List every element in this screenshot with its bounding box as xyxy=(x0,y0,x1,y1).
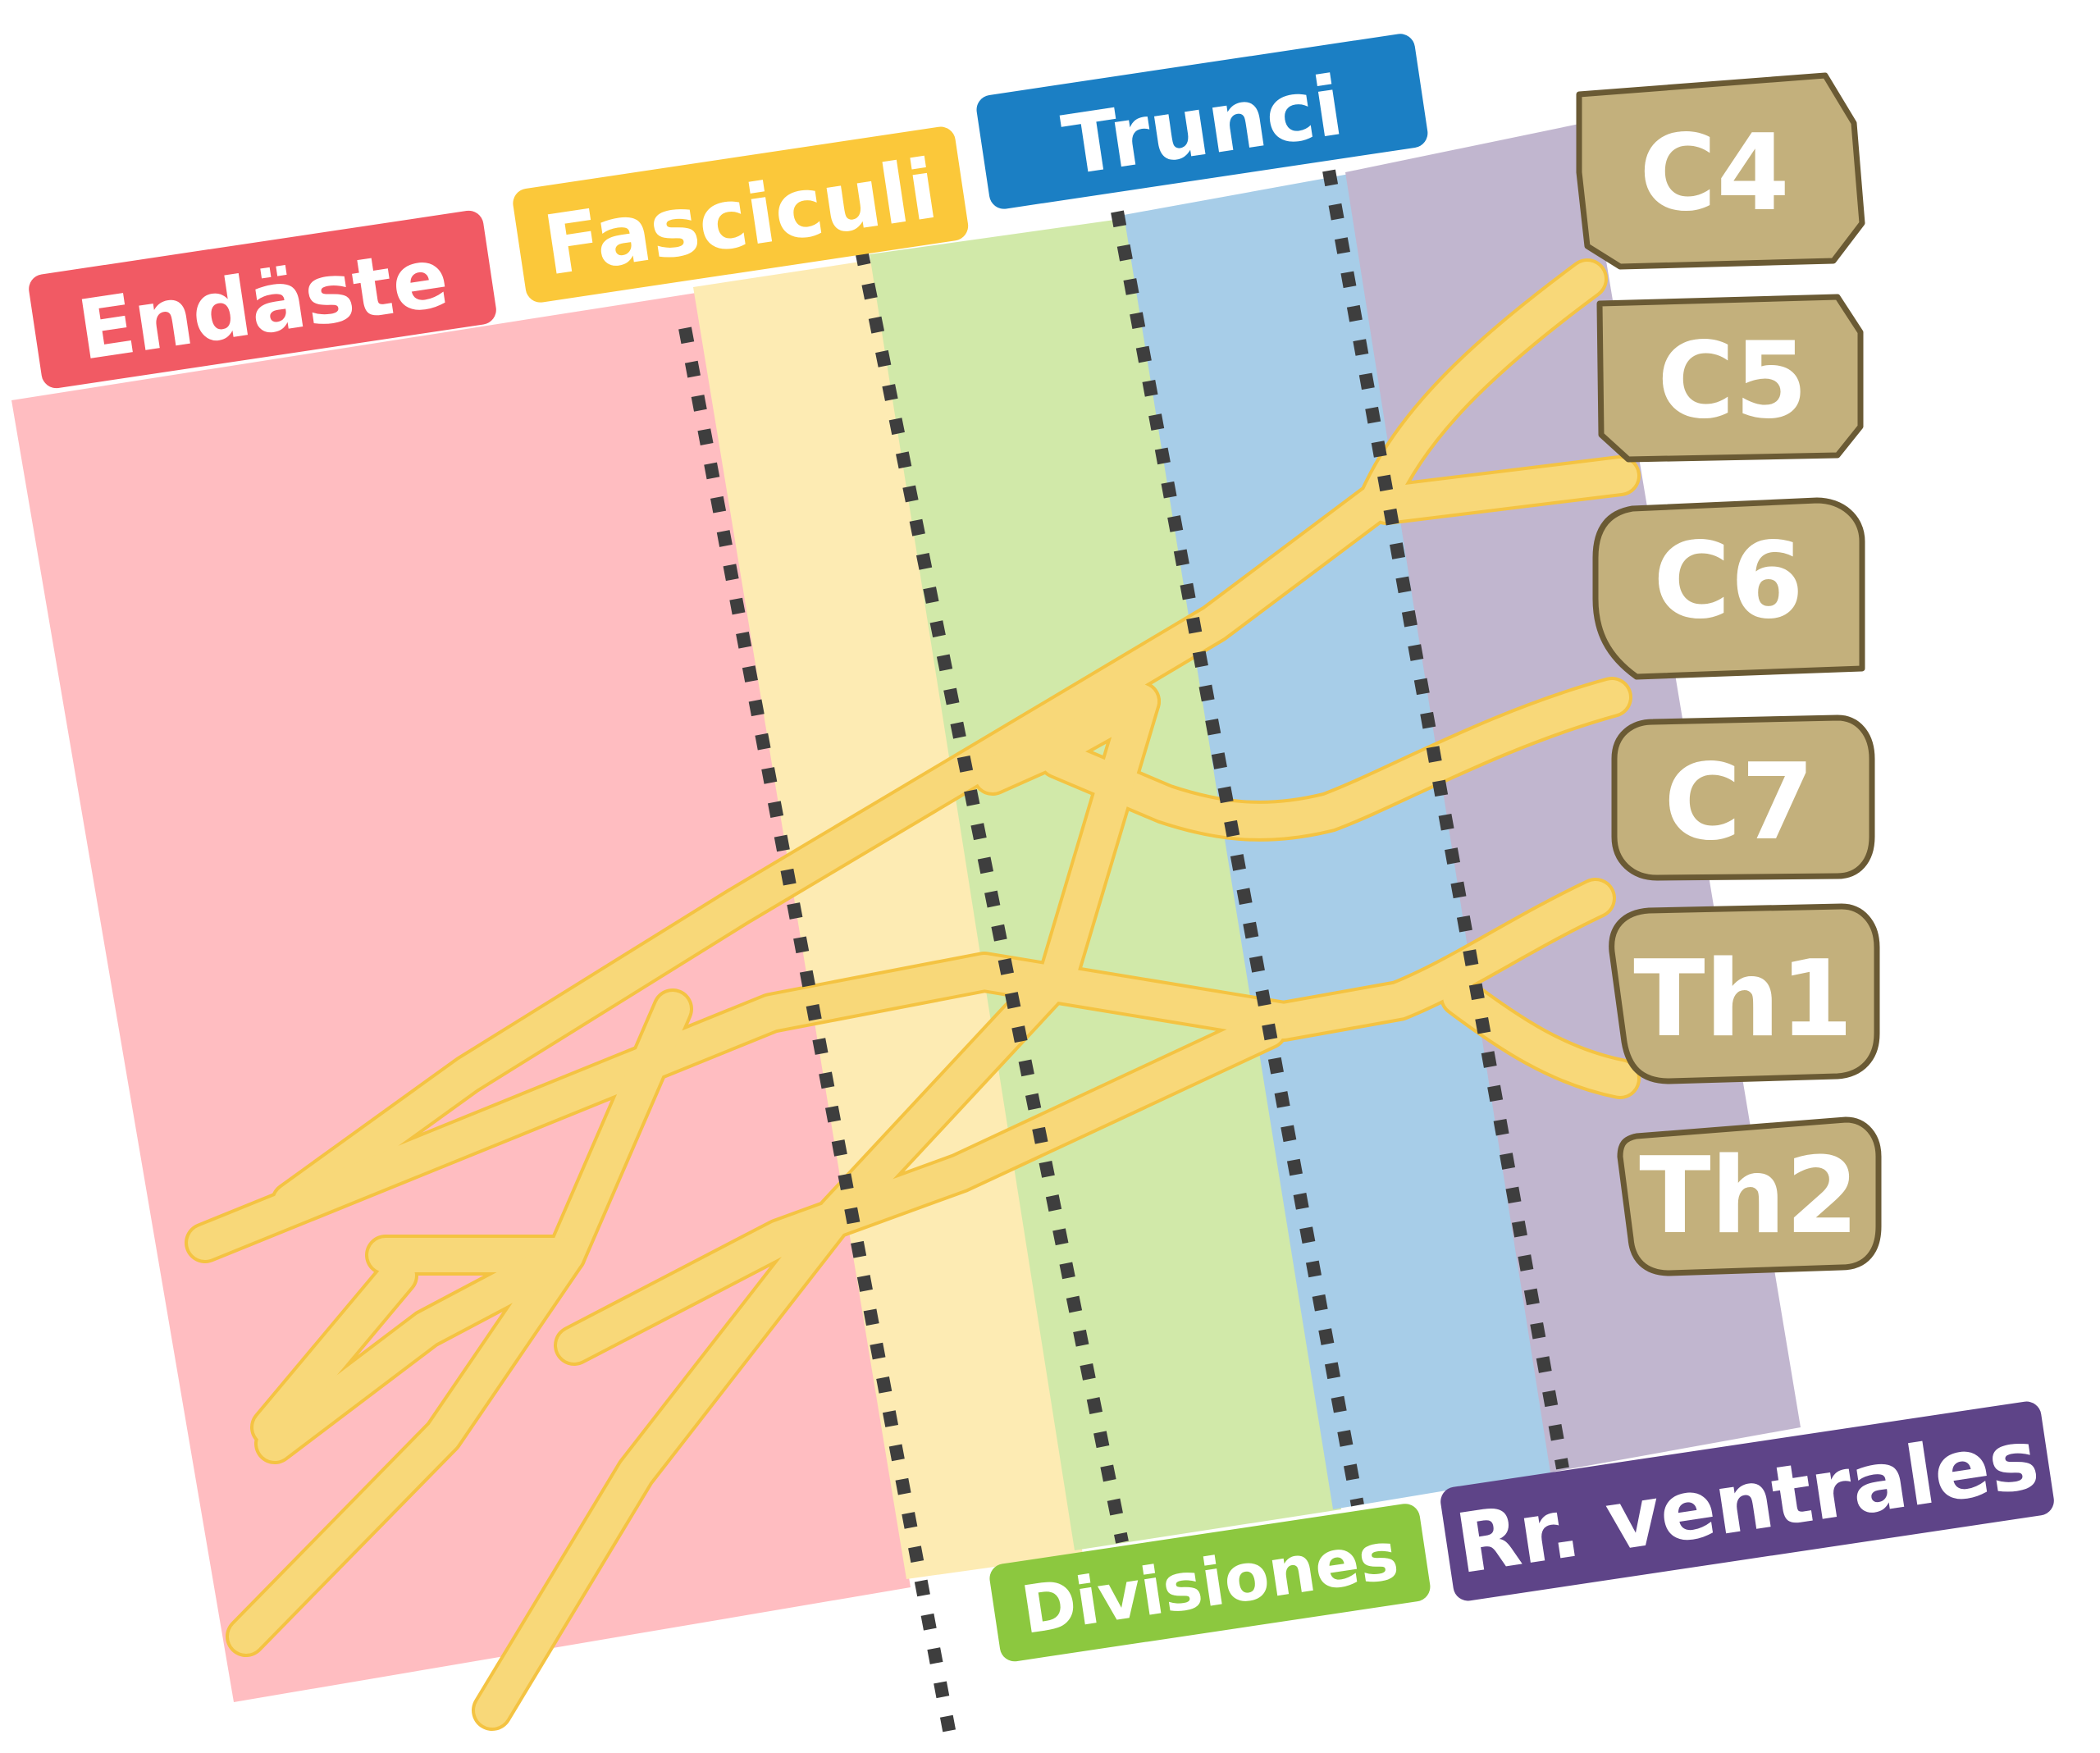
root-label: C5 xyxy=(1658,320,1808,442)
nerve-plexus xyxy=(185,258,1641,1731)
root-th1: Th1 xyxy=(1609,903,1880,1084)
svg-text:Trunci: Trunci xyxy=(1057,57,1349,194)
root-c6: C6 xyxy=(1592,497,1865,680)
label-fasciculi: Fasciculi xyxy=(513,126,969,303)
nerve-fill xyxy=(188,262,1637,1728)
label-trunci: Trunci xyxy=(976,34,1428,209)
root-label: Th2 xyxy=(1639,1135,1859,1258)
root-c7: C7 xyxy=(1611,714,1875,881)
band-trunci xyxy=(1124,174,1554,1509)
band-fasciculi xyxy=(693,258,1083,1579)
root-label: Th1 xyxy=(1633,938,1853,1061)
divider-fasciculi-divisiones xyxy=(855,249,1129,1544)
root-c5: C5 xyxy=(1596,294,1864,463)
divider-trunci-rr-ventrales xyxy=(1322,169,1569,1470)
divider-divisiones-trunci xyxy=(1111,210,1364,1507)
root-label: C4 xyxy=(1640,112,1790,235)
zone-dividers xyxy=(678,169,1569,1745)
root-c4: C4 xyxy=(1576,72,1865,270)
root-label: C6 xyxy=(1654,520,1804,642)
root-th2: Th2 xyxy=(1617,1116,1882,1276)
band-endaeste xyxy=(11,292,911,1702)
root-label: C7 xyxy=(1664,742,1815,864)
spinal-roots: C4 C5 C6 C7 Th1 Th2 xyxy=(1576,72,1882,1276)
